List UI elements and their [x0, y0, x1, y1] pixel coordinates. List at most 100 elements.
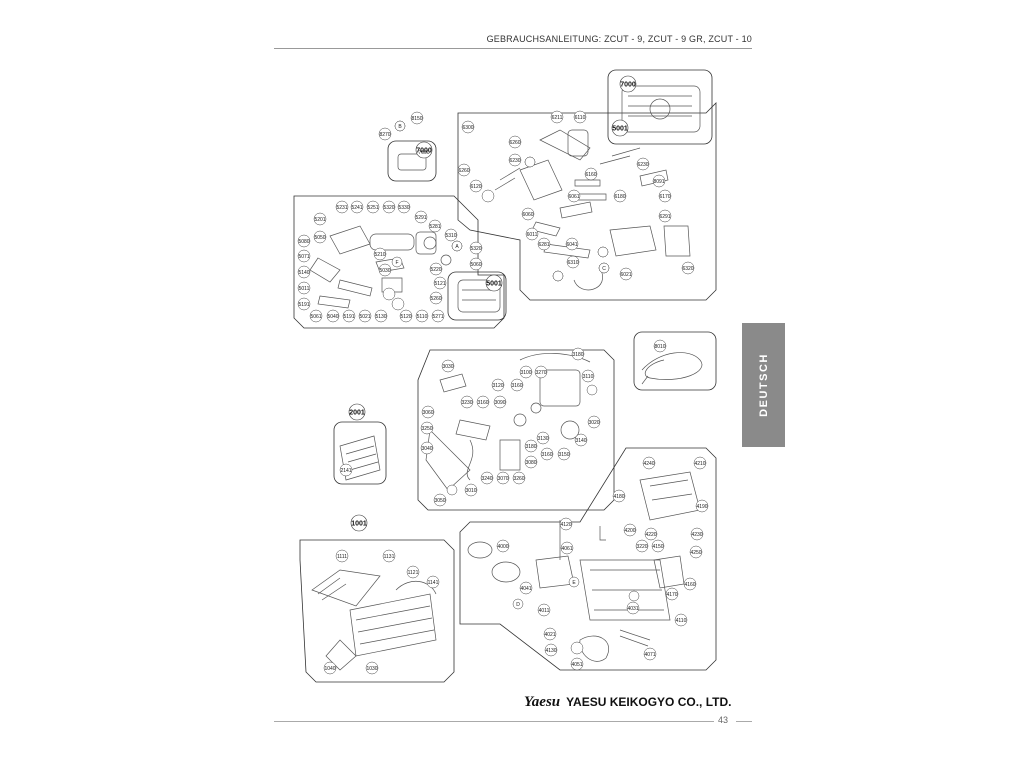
part-number-label: 3180: [525, 444, 536, 450]
part-number-label: 3070: [497, 476, 508, 482]
manufacturer-name: YAESU KEIKOGYO CO., LTD.: [566, 695, 732, 709]
group-upper-right-frame: [457, 102, 717, 301]
part-number-label: 4011: [539, 608, 550, 614]
group-label-7000-small: 7000: [416, 148, 432, 155]
part-number-label: 1040: [324, 666, 335, 672]
group-label-5001-inner: 5001: [486, 281, 502, 288]
part-number-label: 4210: [694, 461, 705, 467]
part-number-label: 5140: [298, 270, 309, 276]
part-number-label: 5121: [434, 281, 445, 287]
header-title: GEBRAUCHSANLEITUNG: ZCUT - 9, ZCUT - 9 G…: [486, 34, 752, 44]
part-number-label: 3240: [481, 476, 492, 482]
part-number-label: 4071: [644, 652, 655, 658]
part-number-label: 5191: [343, 314, 354, 320]
part-number-label: 3090: [494, 400, 505, 406]
part-number-label: 5260: [430, 296, 441, 302]
part-number-label: 4031: [627, 606, 638, 612]
part-number-label: 4120: [560, 522, 571, 528]
part-number-label: 3100: [520, 370, 531, 376]
part-number-label: 5201: [314, 217, 325, 223]
part-number-label: 5320: [383, 205, 394, 211]
manufacturer-brand: Yaesu YAESU KEIKOGYO CO., LTD.: [524, 692, 731, 712]
part-number-label: 3150: [558, 452, 569, 458]
part-number-label: 8270: [379, 132, 390, 138]
part-number-label: 4000: [497, 544, 508, 550]
footer-rule: [274, 721, 714, 722]
part-number-label: 3160: [541, 452, 552, 458]
part-number-label: 3040: [421, 446, 432, 452]
part-number-label: 5021: [359, 314, 370, 320]
part-number-label: 3160: [477, 400, 488, 406]
part-number-label: 3020: [588, 420, 599, 426]
part-number-label: 5130: [375, 314, 386, 320]
part-number-label: 1131: [384, 554, 395, 560]
part-number-label: 4150: [652, 544, 663, 550]
part-number-label: 4110: [676, 618, 687, 624]
part-number-label: 3130: [537, 436, 548, 442]
part-number-label: 5120: [400, 314, 411, 320]
header-rule: [274, 48, 752, 49]
part-number-label: 3010: [465, 488, 476, 494]
part-number-label: 6061: [568, 194, 579, 200]
part-number-label: 5210: [374, 252, 385, 258]
part-number-label: 5320: [470, 246, 481, 252]
group-label-5001: 5001: [612, 126, 628, 133]
part-number-label: 6230: [509, 158, 520, 164]
part-number-label: 5220: [430, 267, 441, 273]
page-number: 43: [718, 715, 729, 725]
part-number-label: 3050: [434, 498, 445, 504]
callout-letter-label: A: [455, 244, 459, 250]
part-number-label: 6310: [567, 260, 578, 266]
callout-letter-label: E: [572, 580, 576, 586]
part-number-label: 4180: [613, 494, 624, 500]
page-header: GEBRAUCHSANLEITUNG: ZCUT - 9, ZCUT - 9 G…: [274, 34, 752, 48]
part-number-label: 5080: [298, 239, 309, 245]
callout-letter-label: C: [602, 266, 606, 272]
part-number-label: 6021: [620, 272, 631, 278]
part-number-label: 4230: [691, 532, 702, 538]
part-number-label: 6211: [552, 115, 563, 121]
part-number-label: 6110: [575, 115, 586, 121]
group-center-frame: [417, 349, 615, 511]
part-number-label: 5191: [298, 302, 309, 308]
part-number-label: 1111: [337, 554, 347, 560]
group-middle-left-frame: [293, 195, 505, 329]
group-lower-right-frame: [459, 447, 717, 671]
part-number-label: 4240: [643, 461, 654, 467]
part-number-label: 6320: [682, 266, 693, 272]
part-number-label: 5241: [351, 205, 362, 211]
part-number-label: 6260: [509, 140, 520, 146]
part-number-label: 1121: [408, 570, 419, 576]
part-number-label: 6260: [458, 168, 469, 174]
part-number-label: 4021: [544, 632, 555, 638]
part-number-label: 4061: [561, 546, 572, 552]
group-label-2001: 2001: [349, 410, 365, 417]
part-number-label: 6120: [470, 184, 481, 190]
part-number-label: 3060: [422, 410, 433, 416]
part-number-label: 6291: [659, 214, 670, 220]
part-number-label: 6300: [462, 125, 473, 131]
part-number-label: 5251: [367, 205, 378, 211]
part-number-label: 4170: [666, 592, 677, 598]
callout-letter-label: D: [516, 602, 520, 608]
part-number-label: 3260: [513, 476, 524, 482]
part-number-label: 5040: [327, 314, 338, 320]
part-number-label: 3140: [575, 438, 586, 444]
part-number-label: 5271: [432, 314, 443, 320]
part-number-label: 5231: [336, 205, 347, 211]
part-number-label: 8010: [654, 344, 665, 350]
group-5001-inner-frame: [447, 271, 507, 321]
part-number-label: 6160: [585, 172, 596, 178]
part-number-label: 6041: [566, 242, 577, 248]
part-number-label: 5330: [398, 205, 409, 211]
part-number-label: 3220: [636, 544, 647, 550]
part-number-label: 5310: [445, 233, 456, 239]
footer-rule-right: [736, 721, 752, 722]
part-number-label: 3110: [583, 374, 594, 380]
part-number-label: 7000: [418, 150, 429, 156]
part-number-label: 6180: [614, 194, 625, 200]
part-number-label: 3160: [511, 383, 522, 389]
part-number-label: 8091: [653, 179, 664, 185]
